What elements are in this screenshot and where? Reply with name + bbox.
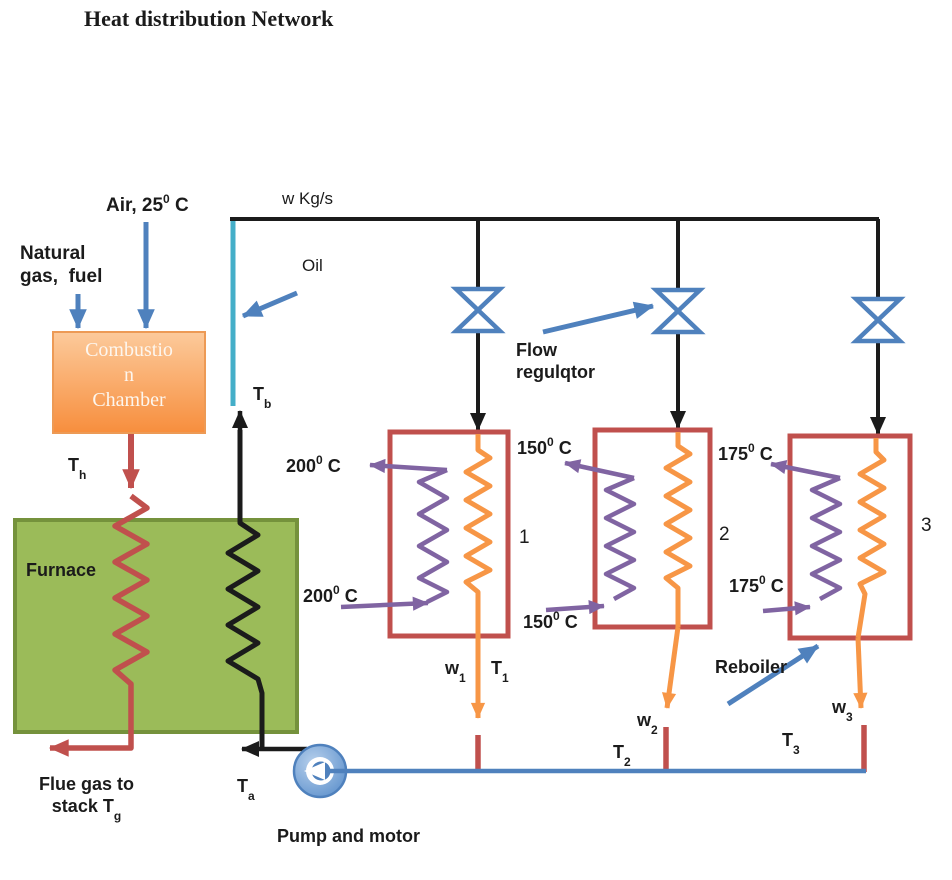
hx2-inlet-temp-label: 1500 C <box>523 609 578 632</box>
hx1-number-label: 1 <box>519 527 530 548</box>
hx3-temp-label: T3 <box>782 730 800 757</box>
temp-th-label: Th <box>68 455 87 482</box>
hx2-temp-label: T2 <box>613 742 631 769</box>
pump-impeller-notch <box>304 762 325 780</box>
hx1-flow-label: w1 <box>445 658 466 685</box>
valve-3-icon <box>850 296 906 344</box>
flow-rate-label: w Kg/s <box>282 189 334 208</box>
exchanger-3-process-coil <box>762 460 843 616</box>
oil-return-circuit <box>225 410 307 757</box>
pump-label: Pump and motor <box>277 826 420 846</box>
exchanger-2-process-coil <box>545 459 637 615</box>
reboiler-pointer-arrow <box>726 643 820 707</box>
reboiler-label: Reboiler <box>715 657 788 677</box>
pump-and-motor <box>292 743 866 799</box>
hx3-outlet-temp-label: 1750 C <box>718 441 773 464</box>
hx1-outlet-temp-label: 2000 C <box>286 453 341 476</box>
hx2-outlet-temp-label: 1500 C <box>517 435 572 458</box>
exchanger-1-oil-coil <box>463 434 493 719</box>
exchanger-3-box <box>787 433 913 641</box>
exchanger-3-oil-coil <box>853 438 887 709</box>
air-inlet-label: Air, 250 C <box>106 191 189 216</box>
branch-2 <box>650 219 706 429</box>
hx3-number-label: 3 <box>921 515 932 536</box>
hx3-flow-label: w3 <box>832 697 853 724</box>
oil-pointer-arrow <box>241 290 298 319</box>
furnace-label: Furnace <box>26 560 97 580</box>
branch-3 <box>850 219 906 435</box>
furnace-flue-coil <box>48 493 150 757</box>
exchanger-1-process-coil <box>340 458 450 611</box>
hx1-inlet-temp-label: 2000 C <box>303 583 358 606</box>
flow-regulator-pointer-arrow <box>542 301 655 335</box>
oil-label: Oil <box>302 256 323 275</box>
exchanger-2-box <box>592 427 713 630</box>
exchanger-1-box <box>387 429 511 639</box>
page-title: Heat distribution Network <box>84 6 334 31</box>
valve-2-icon <box>650 287 706 335</box>
combustion-chamber-box <box>52 331 206 434</box>
hx3-inlet-temp-label: 1750 C <box>729 573 784 596</box>
hx2-flow-label: w2 <box>637 710 658 737</box>
temp-ta-label: Ta <box>237 776 255 803</box>
furnace-oil-coil <box>225 430 265 748</box>
valve-1-icon <box>450 286 506 334</box>
hx2-number-label: 2 <box>719 524 730 545</box>
branch-1 <box>450 219 506 431</box>
hx1-temp-label: T1 <box>491 658 509 685</box>
furnace-box <box>13 518 299 734</box>
exchanger-2-oil-coil <box>661 432 693 709</box>
flue-gas-circuit <box>48 434 150 757</box>
temp-tb-label: Tb <box>253 384 272 411</box>
